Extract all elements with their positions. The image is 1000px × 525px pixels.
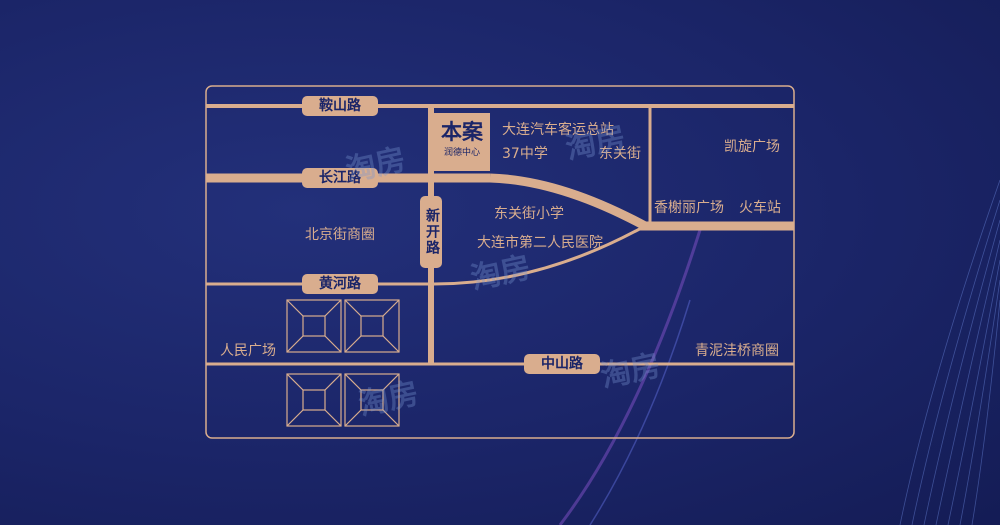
road-label-huanghe: 黄河路 [302, 274, 378, 294]
building-block [344, 299, 400, 353]
poi-qingniwaqiao: 青泥洼桥商圈 [695, 343, 779, 359]
decorative-arcs [899, 179, 1000, 525]
poi-renmin-square: 人民广场 [220, 343, 276, 359]
poi-school37: 37中学 [502, 146, 548, 162]
road-label-changjiang: 长江路 [302, 168, 378, 188]
building-block [344, 373, 400, 427]
road-lower-diagonal [433, 224, 646, 286]
poi-dongguan-primary: 东关街小学 [494, 206, 564, 222]
road-label-xinkai: 新开路 [420, 196, 442, 268]
project-title: 本案 [441, 120, 483, 144]
poi-train-station: 火车站 [739, 200, 781, 216]
poi-second-hospital: 大连市第二人民医院 [477, 235, 603, 251]
road-label-zhongshan: 中山路 [524, 354, 600, 374]
building-block [286, 373, 342, 427]
light-streak [589, 299, 691, 525]
poi-beijing-street: 北京街商圈 [305, 227, 375, 243]
project-marker: 本案 润德中心 [434, 113, 490, 171]
map-frame [205, 85, 795, 439]
road-label-anshan: 鞍山路 [302, 96, 378, 116]
poi-xiangxieli-square: 香榭丽广场 [654, 200, 724, 216]
building-blocks [286, 299, 400, 427]
poi-kaixuan-square: 凯旋广场 [724, 139, 780, 155]
project-subtitle: 润德中心 [443, 148, 480, 158]
road-upper-diagonal [489, 173, 648, 230]
building-block [286, 299, 342, 353]
poi-dongguan-street: 东关街 [599, 146, 641, 162]
poi-bus-station: 大连汽车客运总站 [502, 122, 614, 138]
light-streak [558, 229, 702, 525]
